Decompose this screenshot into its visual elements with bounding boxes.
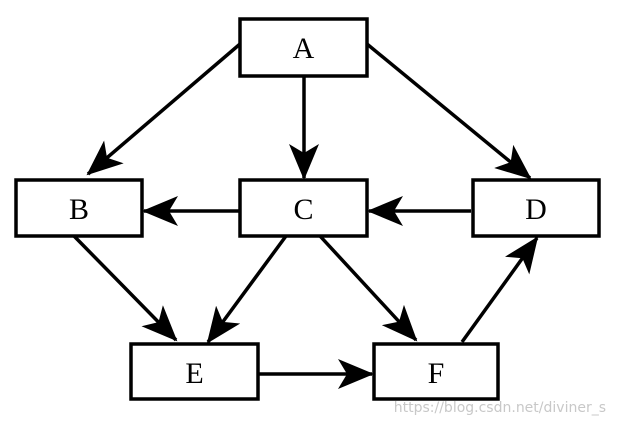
node-f-label: F (428, 357, 445, 390)
edges (72, 42, 539, 389)
node-a: A (238, 17, 369, 78)
watermark-text: https://blog.csdn.net/diviner_s (394, 400, 606, 416)
node-b: B (14, 178, 144, 238)
node-e-label: E (185, 357, 203, 390)
node-b-label: B (69, 193, 89, 226)
edge-c-to-e (206, 234, 288, 344)
node-b-box (14, 178, 144, 238)
edge-b-to-e (72, 234, 178, 342)
node-e: E (129, 342, 260, 401)
edge-c-to-f (318, 234, 418, 342)
node-a-label: A (293, 32, 315, 65)
node-c-label: C (293, 193, 313, 226)
node-d: D (471, 178, 601, 238)
edge-f-to-d (460, 236, 539, 344)
node-c: C (238, 178, 369, 238)
edge-a-to-d (365, 42, 532, 180)
node-f: F (372, 342, 500, 401)
node-d-box (471, 178, 601, 238)
node-a-box (238, 17, 369, 78)
node-c-box (238, 178, 369, 238)
node-d-label: D (525, 193, 547, 226)
node-e-box (129, 342, 260, 401)
node-f-box (372, 342, 500, 401)
edge-a-to-b (86, 42, 242, 176)
